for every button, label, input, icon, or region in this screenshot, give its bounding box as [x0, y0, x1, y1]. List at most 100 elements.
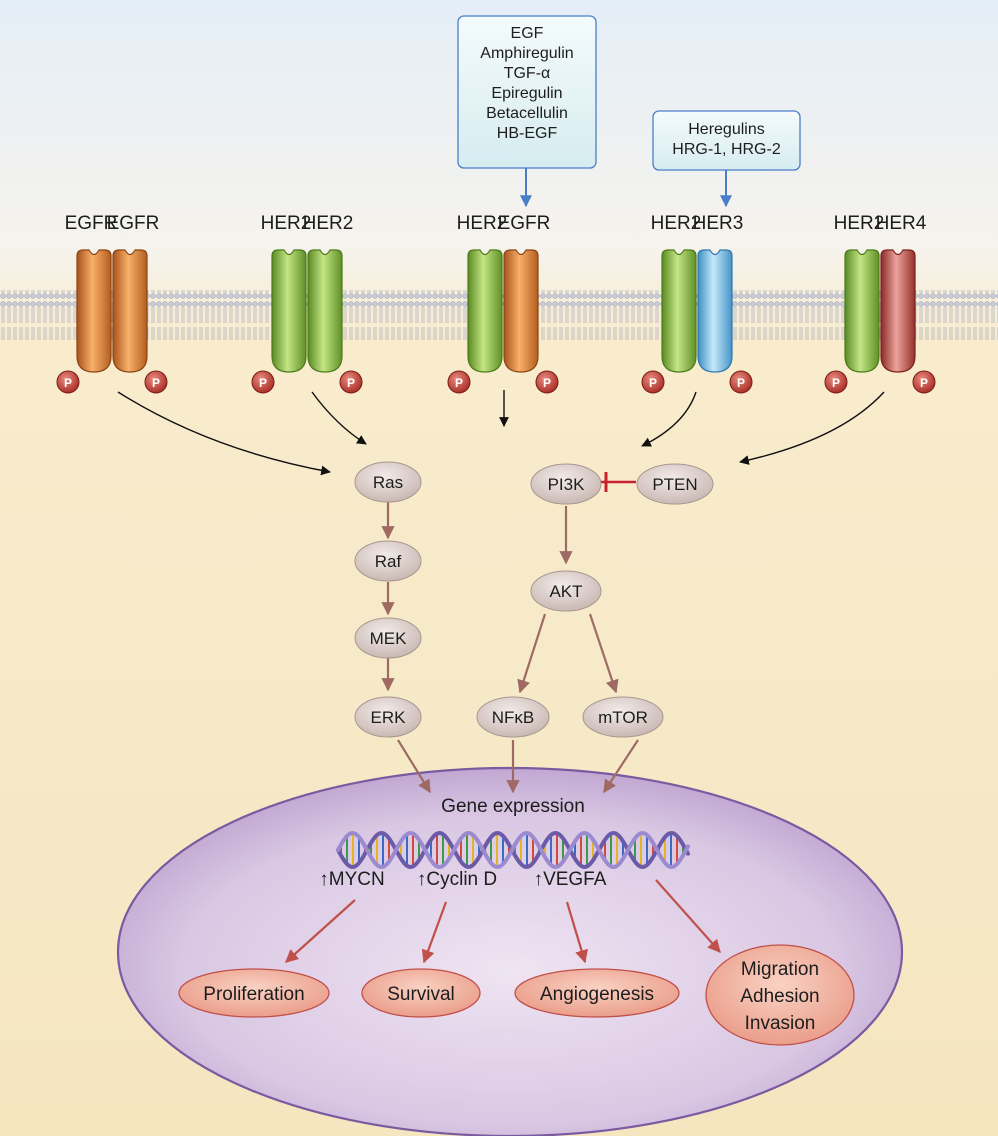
- label-proliferation: Proliferation: [203, 984, 304, 1005]
- arrow-mtor-gene: [603, 739, 639, 794]
- egfr-ligand-list: EGF Amphiregulin TGF-α Epiregulin Betace…: [458, 24, 596, 144]
- ligand-betacellulin: Betacellulin: [486, 105, 568, 122]
- receptor-her2-right: [307, 249, 343, 373]
- ligand-hb-egf: HB-EGF: [496, 125, 558, 142]
- phospho-label: P: [347, 376, 355, 390]
- receptor-her2-left: [271, 249, 307, 373]
- phospho-label: P: [152, 376, 160, 390]
- label-raf: Raf: [375, 552, 402, 571]
- receptor-her2-left: [844, 249, 880, 373]
- arrow-mycn-proliferation: [285, 899, 356, 963]
- her3-ligand-box: [652, 110, 801, 171]
- ligand-epiregulin: Epiregulin: [491, 85, 563, 102]
- arrow-her2-to-ras: [311, 391, 367, 445]
- arrow-her4-to-pi3k: [739, 391, 885, 465]
- outcome-proliferation: [178, 968, 330, 1018]
- receptor-label-right: EGFR: [498, 213, 551, 234]
- label-mek: MEK: [370, 629, 408, 648]
- node-mtor: [582, 696, 664, 738]
- egfr-ligand-box: [457, 15, 597, 169]
- label-akt: AKT: [549, 582, 582, 601]
- gene-cyclin-d: ↑Cyclin D: [417, 869, 497, 890]
- receptor-her3-right: [697, 249, 733, 373]
- gene-mycn: ↑MYCN: [319, 869, 384, 890]
- phospho-circle: [535, 370, 559, 394]
- arrow-akt-mtor: [588, 613, 619, 694]
- phospho-circle: [251, 370, 275, 394]
- arrow-vegfa-angiogenesis: [565, 901, 588, 964]
- phospho-circle: [56, 370, 80, 394]
- arrow-akt-nfkb: [517, 613, 547, 694]
- dna-strand: [336, 830, 690, 870]
- label-migration: Migration: [741, 959, 819, 980]
- node-pi3k: [530, 463, 602, 505]
- ligand-egf: EGF: [510, 25, 544, 42]
- receptor-label-right: HER2: [303, 213, 354, 234]
- phospho-circle: [339, 370, 363, 394]
- node-raf: [354, 540, 422, 582]
- label-erk: ERK: [371, 708, 407, 727]
- arrow-erk-gene: [397, 739, 431, 794]
- receptor-label-right: HER3: [693, 213, 744, 234]
- receptor-label-left: HER2: [651, 213, 702, 234]
- receptor-label-right: HER4: [876, 213, 927, 234]
- outcome-survival: [361, 968, 481, 1018]
- node-akt: [530, 570, 602, 612]
- phospho-circle: [729, 370, 753, 394]
- receptor-label-right: EGFR: [107, 213, 160, 234]
- phospho-label: P: [543, 376, 551, 390]
- node-ras: [354, 461, 422, 503]
- phospho-circle: [641, 370, 665, 394]
- receptor-egfr-right: [112, 249, 148, 373]
- phospho-circle: [912, 370, 936, 394]
- ligand-tgf-alpha: TGF-α: [503, 65, 551, 82]
- receptor-label-left: HER2: [261, 213, 312, 234]
- phospho-circle: [824, 370, 848, 394]
- phospho-label: P: [737, 376, 745, 390]
- arrow-cyclin-survival: [421, 901, 448, 964]
- phospho-label: P: [455, 376, 463, 390]
- dna-helix: [336, 830, 690, 870]
- label-survival: Survival: [387, 984, 455, 1005]
- label-pten: PTEN: [652, 475, 697, 494]
- receptor-egfr-left: [76, 249, 112, 373]
- ligand-hrg: HRG-1, HRG-2: [672, 141, 781, 158]
- phospho-label: P: [832, 376, 840, 390]
- gene-vegfa: ↑VEGFA: [534, 869, 607, 890]
- phospho-label: P: [649, 376, 657, 390]
- outcome-angiogenesis: [514, 968, 680, 1018]
- phospho-circle: [447, 370, 471, 394]
- phospho-circle: [144, 370, 168, 394]
- arrow-gene-migration: [655, 879, 721, 953]
- receptor-label-left: HER2: [457, 213, 508, 234]
- receptor-label-left: EGFR: [65, 213, 118, 234]
- outcome-migration: [705, 944, 855, 1046]
- node-erk: [354, 696, 422, 738]
- label-invasion: Invasion: [745, 1013, 816, 1034]
- gene-expression-title: Gene expression: [441, 796, 585, 817]
- node-pten: [636, 463, 714, 505]
- label-mtor: mTOR: [598, 708, 648, 727]
- label-pi3k: PI3K: [548, 475, 586, 494]
- node-nfkb: [476, 696, 550, 738]
- arrow-egfr-to-ras: [117, 391, 331, 476]
- label-adhesion: Adhesion: [740, 986, 819, 1007]
- nucleus: [117, 766, 903, 1136]
- node-mek: [354, 617, 422, 659]
- arrow-her3-to-pi3k: [641, 391, 697, 447]
- label-nfkb: NFκB: [492, 708, 535, 727]
- label-angiogenesis: Angiogenesis: [540, 984, 654, 1005]
- receptor-her4-right: [880, 249, 916, 373]
- ligand-amphiregulin: Amphiregulin: [480, 45, 574, 62]
- phospho-label: P: [64, 376, 72, 390]
- receptor-label-left: HER2: [834, 213, 885, 234]
- phospho-label: P: [920, 376, 928, 390]
- ligand-heregulins: Heregulins: [688, 121, 765, 138]
- label-ras: Ras: [373, 473, 403, 492]
- receptor-her2-left: [467, 249, 503, 373]
